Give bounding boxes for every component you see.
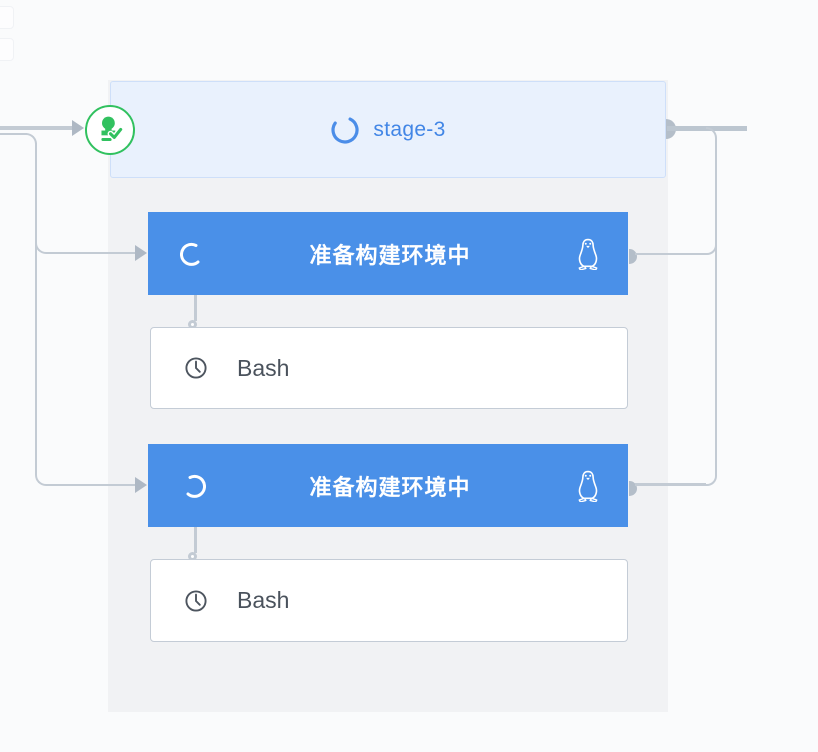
- loading-spinner-icon: [331, 117, 360, 144]
- step-card[interactable]: Bash: [150, 559, 628, 642]
- job-bar-running[interactable]: 准备构建环境中: [148, 212, 628, 295]
- connector-line: [0, 126, 72, 130]
- stage-header[interactable]: stage-3: [110, 81, 666, 178]
- step-label: Bash: [237, 587, 290, 613]
- loading-spinner-icon: [180, 242, 200, 266]
- job-bar-running[interactable]: 准备构建环境中: [148, 444, 628, 527]
- clock-icon: [185, 589, 207, 612]
- arrowhead-icon: [135, 245, 147, 261]
- connector-corner: [34, 242, 47, 254]
- connector-line: [635, 483, 706, 486]
- connector-line: [193, 527, 197, 553]
- loading-spinner-icon: [186, 474, 206, 498]
- connector-corner: [706, 127, 717, 139]
- connector-corner: [34, 474, 47, 486]
- connector-line: [46, 483, 135, 486]
- clipped-node: [0, 6, 14, 29]
- stage-title: stage-3: [373, 117, 446, 141]
- connector-line: [34, 143, 37, 474]
- connector-line: [193, 295, 197, 321]
- connector-line: [635, 252, 706, 255]
- arrowhead-icon: [135, 477, 147, 493]
- approval-node[interactable]: [85, 105, 135, 155]
- linux-tux-icon: [578, 470, 598, 502]
- output-port-dot: [628, 480, 637, 496]
- connector-line: [714, 138, 717, 476]
- arrowhead-icon: [72, 120, 84, 136]
- step-card[interactable]: Bash: [150, 327, 628, 409]
- clipped-node: [0, 38, 14, 61]
- connector-corner: [705, 474, 717, 486]
- job-status-text: 准备构建环境中: [309, 242, 471, 268]
- connector-line: [0, 132, 27, 135]
- clock-icon: [185, 357, 207, 379]
- job-status-text: 准备构建环境中: [309, 474, 471, 500]
- linux-tux-icon: [578, 238, 598, 270]
- stamp-check-icon: [101, 116, 124, 141]
- output-port-dot: [628, 248, 637, 264]
- connector-corner: [26, 132, 37, 145]
- connector-line: [46, 251, 135, 254]
- step-label: Bash: [237, 354, 290, 381]
